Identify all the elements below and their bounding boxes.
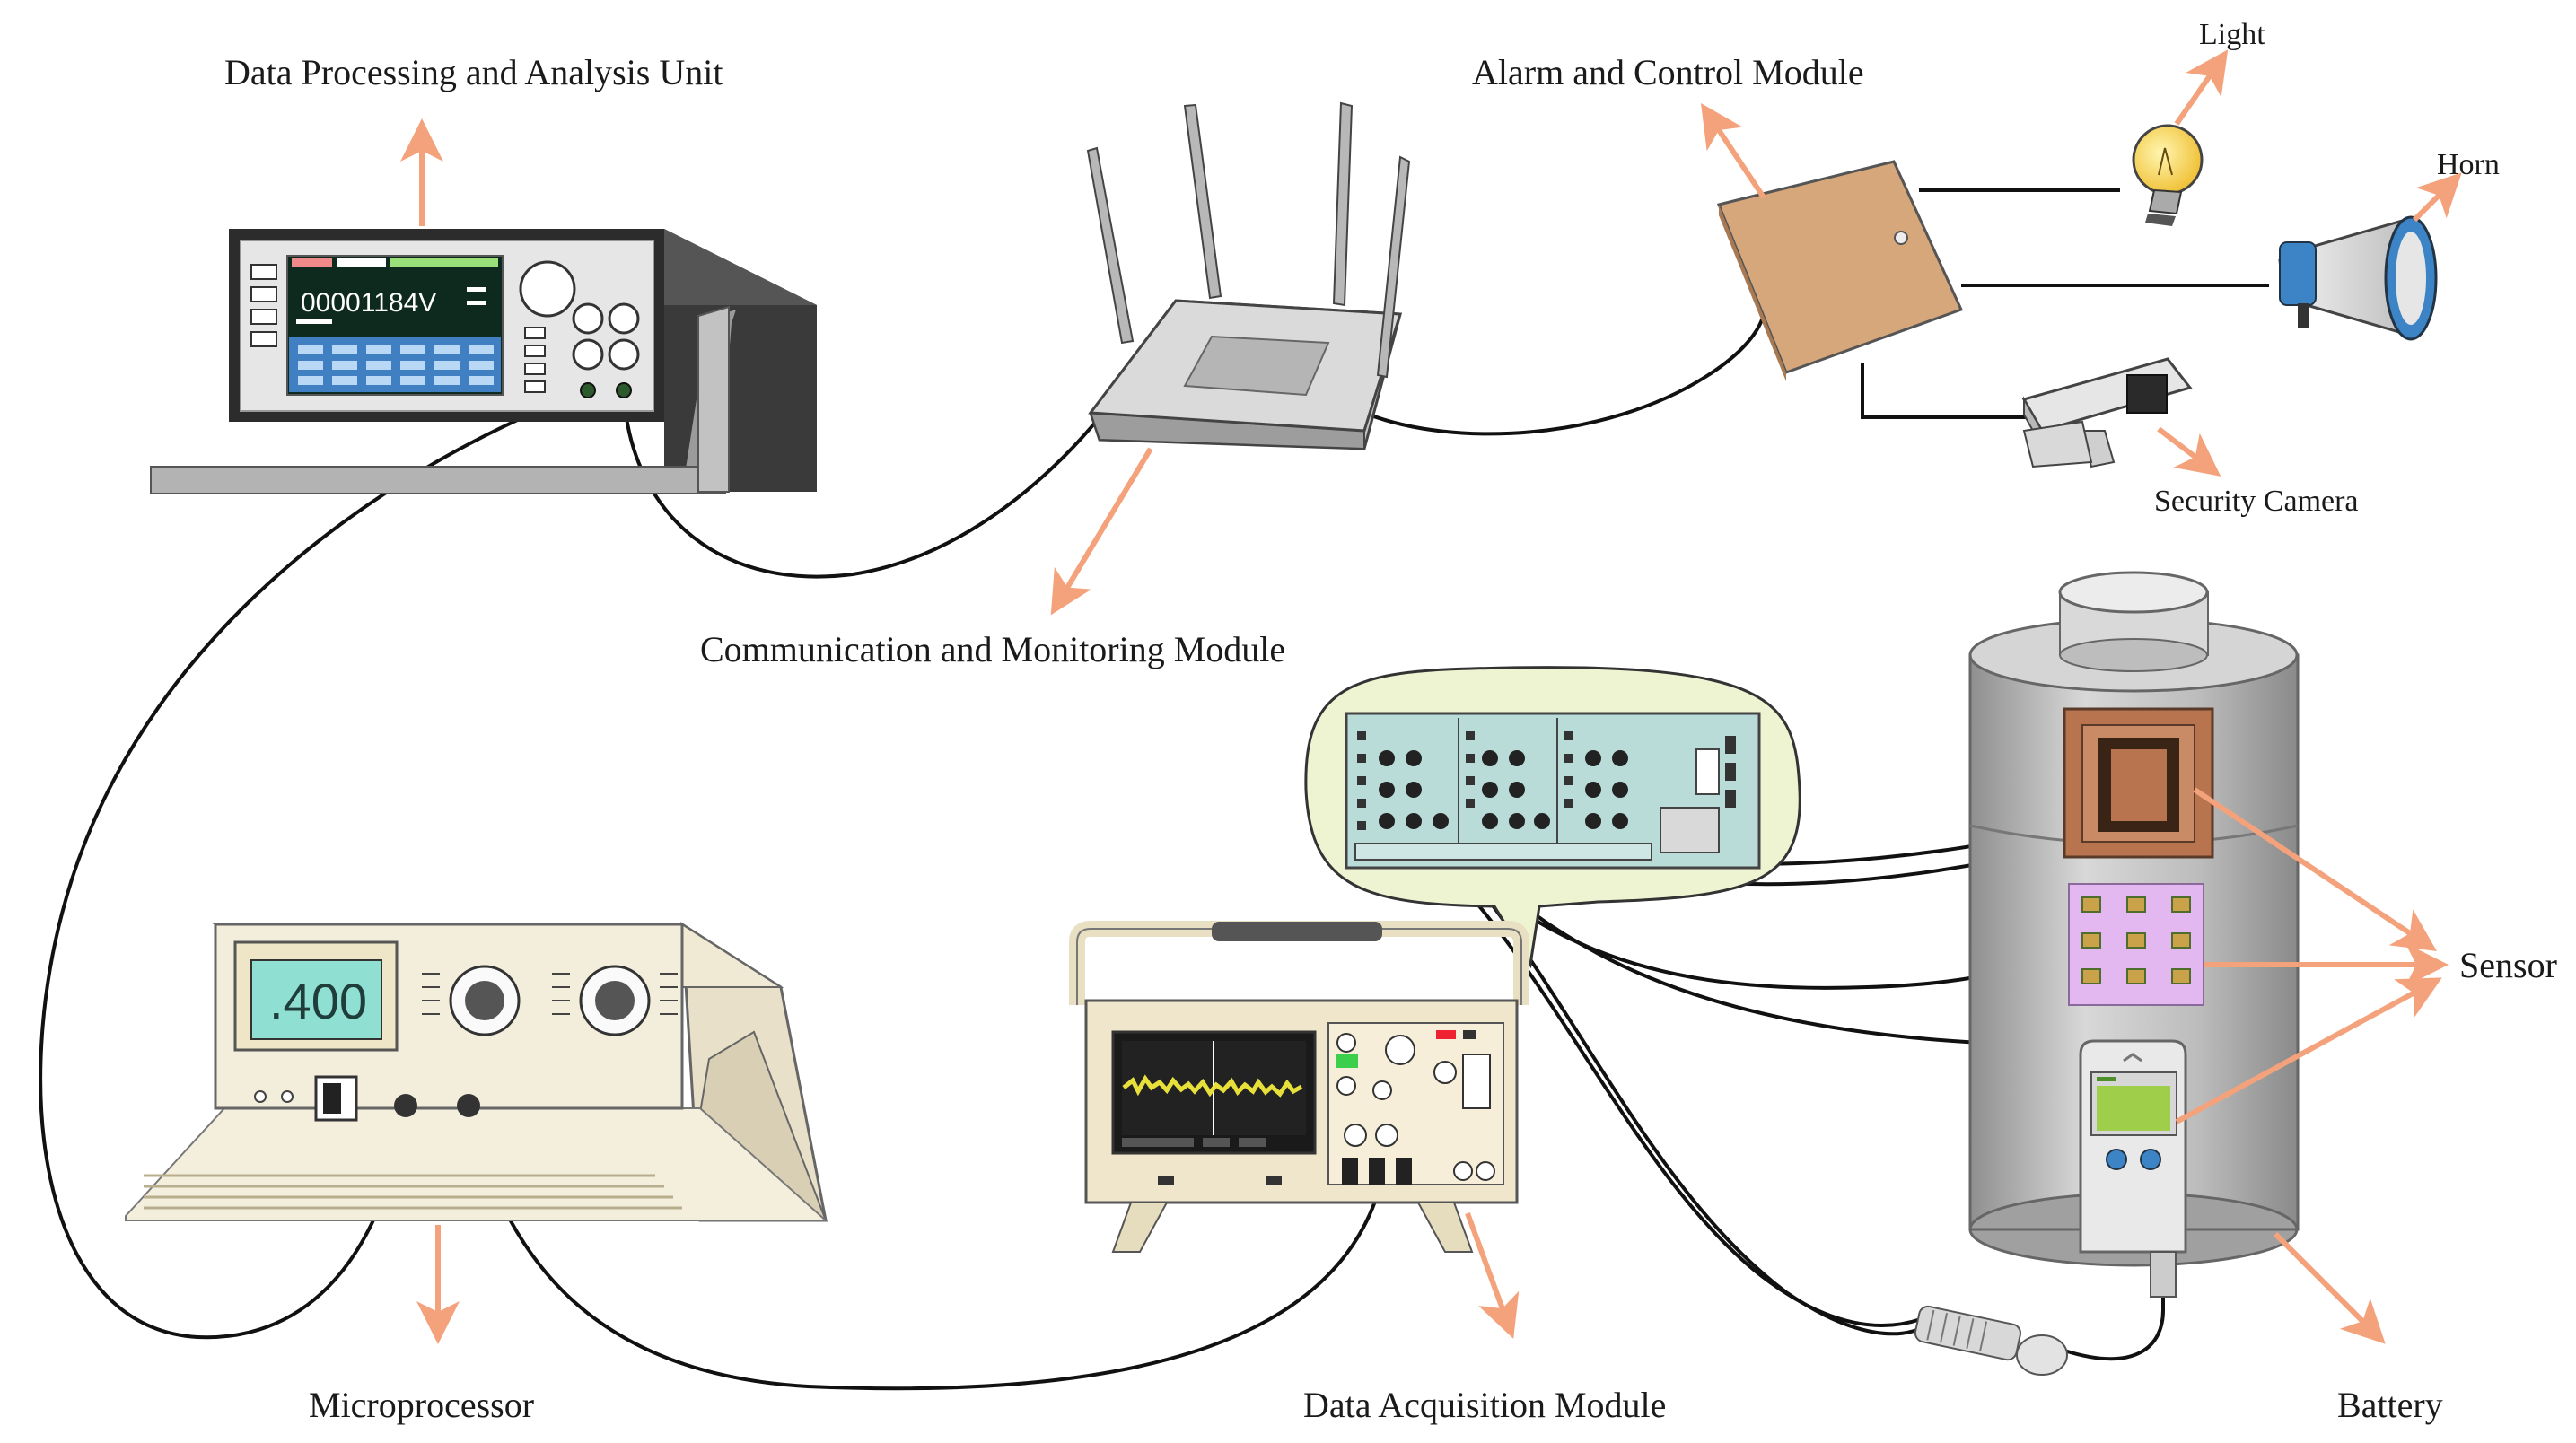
horn-icon [2278, 215, 2438, 341]
data-processing-unit [150, 229, 817, 494]
microprocessor-readout: .400 [269, 973, 367, 1029]
arrow-data-acquisition [1465, 1211, 1520, 1339]
label-horn: Horn [2437, 148, 2500, 181]
light-bulb-icon [2132, 124, 2204, 226]
cable-analyzer-to-microprocessor [39, 389, 589, 1340]
cable-probe-to-battery [2063, 1274, 2165, 1361]
label-light: Light [2199, 18, 2265, 51]
arrow-horn [2412, 172, 2462, 223]
cable-alarm-to-camera [1861, 363, 2027, 419]
arrow-sensor-meter [2175, 977, 2442, 1124]
arrow-security-camera [2157, 426, 2221, 477]
microprocessor-unit [125, 922, 828, 1222]
cable-router-to-alarm [1363, 313, 1766, 436]
label-communication: Communication and Monitoring Module [700, 629, 1286, 669]
temperature-probe [1914, 1305, 2068, 1376]
label-battery: Battery [2337, 1385, 2443, 1425]
security-camera-icon [2021, 357, 2193, 468]
label-alarm-control: Alarm and Control Module [1472, 52, 1864, 92]
cable-microprocessor-to-scope [467, 1112, 1380, 1391]
arrow-sensor-top [2193, 787, 2437, 951]
arrow-battery [2273, 1231, 2386, 1344]
label-arrows [400, 49, 2462, 1344]
label-security-camera: Security Camera [2154, 485, 2359, 518]
alarm-control-box [1716, 160, 1964, 381]
router-icon [1086, 101, 1411, 450]
oscilloscope [1069, 921, 1529, 1253]
label-microprocessor: Microprocessor [309, 1385, 535, 1425]
arrow-light [2174, 49, 2229, 126]
label-data-processing: Data Processing and Analysis Unit [224, 52, 723, 92]
sensor-cylinder [1968, 571, 2300, 1298]
label-sensor: Sensor [2459, 945, 2557, 985]
label-data-acquisition: Data Acquisition Module [1303, 1385, 1667, 1425]
daq-callout [1304, 666, 1801, 969]
arrow-alarm [1701, 103, 1766, 199]
analyzer-readout: 00001184V [301, 288, 436, 318]
arrow-communication [1050, 447, 1153, 616]
